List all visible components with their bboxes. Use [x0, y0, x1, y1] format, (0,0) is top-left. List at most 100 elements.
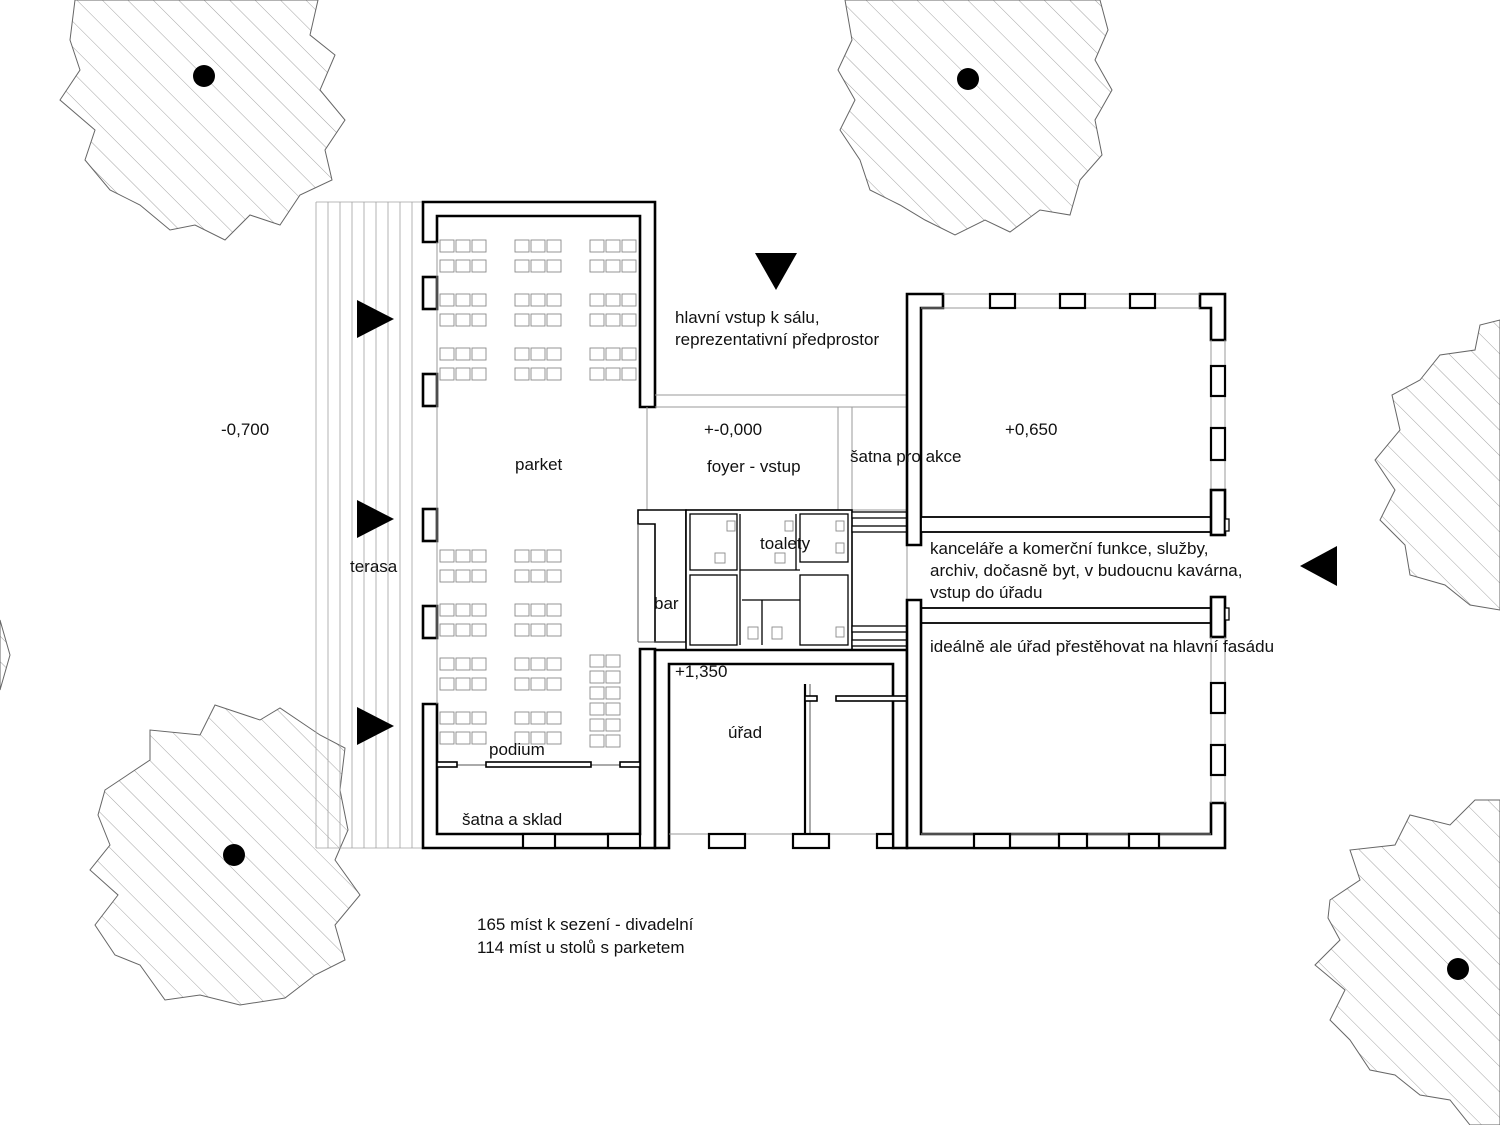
table-seat — [471, 711, 487, 725]
tree-canopy-top-left — [59, 0, 346, 241]
table-seat — [455, 347, 471, 361]
label-bar: bar — [654, 594, 679, 613]
building-walls — [421, 200, 1230, 850]
right-block-wall-nw — [905, 292, 945, 547]
label-main-entry-2: reprezentativní předprostor — [675, 330, 879, 349]
table-seat — [546, 313, 562, 327]
level-office: +1,350 — [675, 662, 727, 681]
arrow-right-terrace-3 — [357, 707, 394, 745]
tree-trunk-marker — [1447, 958, 1469, 980]
table-seat — [546, 623, 562, 637]
table-seat — [471, 657, 487, 671]
label-urad: úřad — [728, 723, 762, 742]
table-seat — [546, 347, 562, 361]
table-seat — [455, 711, 471, 725]
hall-wall-south — [421, 647, 657, 850]
table-seat — [546, 677, 562, 691]
hall-pier — [421, 507, 439, 543]
table-seat — [621, 259, 637, 273]
table-seat — [439, 731, 455, 745]
table-seat — [546, 569, 562, 583]
table-seat — [605, 293, 621, 307]
table-seat — [514, 677, 530, 691]
table-seat — [546, 239, 562, 253]
table-seat — [514, 657, 530, 671]
table-seat — [455, 657, 471, 671]
label-satna-sklad: šatna a sklad — [462, 810, 562, 829]
table-seat — [455, 313, 471, 327]
table-seat — [546, 367, 562, 381]
windows — [521, 292, 1227, 850]
table-seat — [455, 731, 471, 745]
table-seat — [439, 239, 455, 253]
table-seat — [605, 313, 621, 327]
table-seat — [471, 313, 487, 327]
table-seat — [530, 313, 546, 327]
table-seat — [605, 347, 621, 361]
tree-canopy-bottom-left — [89, 704, 361, 1006]
table-seat — [439, 367, 455, 381]
table-seat — [471, 549, 487, 563]
table-seat — [589, 702, 605, 716]
table-seat — [621, 293, 637, 307]
table-seat — [546, 603, 562, 617]
table-seat — [621, 239, 637, 253]
table-seat — [439, 259, 455, 273]
table-seat — [439, 711, 455, 725]
label-office-note: ideálně ale úřad přestěhovat na hlavní f… — [930, 637, 1274, 656]
table-seat — [605, 239, 621, 253]
table-seat — [471, 239, 487, 253]
table-seat — [514, 549, 530, 563]
hall-tables — [439, 239, 637, 748]
table-seat — [605, 734, 621, 748]
table-seat — [439, 623, 455, 637]
hall-pier — [421, 604, 439, 640]
table-seat — [439, 549, 455, 563]
label-podium: podium — [489, 740, 545, 759]
table-seat — [589, 654, 605, 668]
table-seat — [589, 293, 605, 307]
table-seat — [530, 347, 546, 361]
level-upper: +0,650 — [1005, 420, 1057, 439]
table-seat — [621, 313, 637, 327]
table-seat — [471, 367, 487, 381]
tree-trunk-marker — [193, 65, 215, 87]
table-seat — [530, 259, 546, 273]
level-foyer: +-0,000 — [704, 420, 762, 439]
table-seat — [605, 367, 621, 381]
table-seat — [439, 603, 455, 617]
table-seat — [514, 239, 530, 253]
table-seat — [471, 623, 487, 637]
table-seat — [455, 549, 471, 563]
arrow-down-main-entry — [755, 253, 797, 290]
table-seat — [530, 677, 546, 691]
table-seat — [514, 347, 530, 361]
label-offices-2: archiv, dočasně byt, v budoucnu kavárna, — [930, 561, 1242, 580]
hall-pier — [421, 275, 439, 311]
label-seats-theatre: 165 míst k sezení - divadelní — [477, 915, 694, 934]
table-seat — [514, 313, 530, 327]
table-seat — [514, 259, 530, 273]
table-seat — [514, 711, 530, 725]
table-seat — [530, 239, 546, 253]
table-seat — [455, 677, 471, 691]
table-seat — [439, 657, 455, 671]
table-seat — [471, 259, 487, 273]
table-seat — [605, 259, 621, 273]
label-satna-akce: šatna pro akce — [850, 447, 962, 466]
table-seat — [439, 293, 455, 307]
table-seat — [546, 731, 562, 745]
plan-labels: -0,700 parket terasa podium šatna a skla… — [221, 308, 1274, 957]
table-seat — [514, 569, 530, 583]
table-seat — [546, 657, 562, 671]
label-parket: parket — [515, 455, 563, 474]
table-seat — [455, 259, 471, 273]
label-foyer: foyer - vstup — [707, 457, 801, 476]
table-seat — [546, 293, 562, 307]
tree-trunk-marker — [223, 844, 245, 866]
table-seat — [455, 603, 471, 617]
table-seat — [589, 259, 605, 273]
table-seat — [546, 259, 562, 273]
table-seat — [546, 711, 562, 725]
